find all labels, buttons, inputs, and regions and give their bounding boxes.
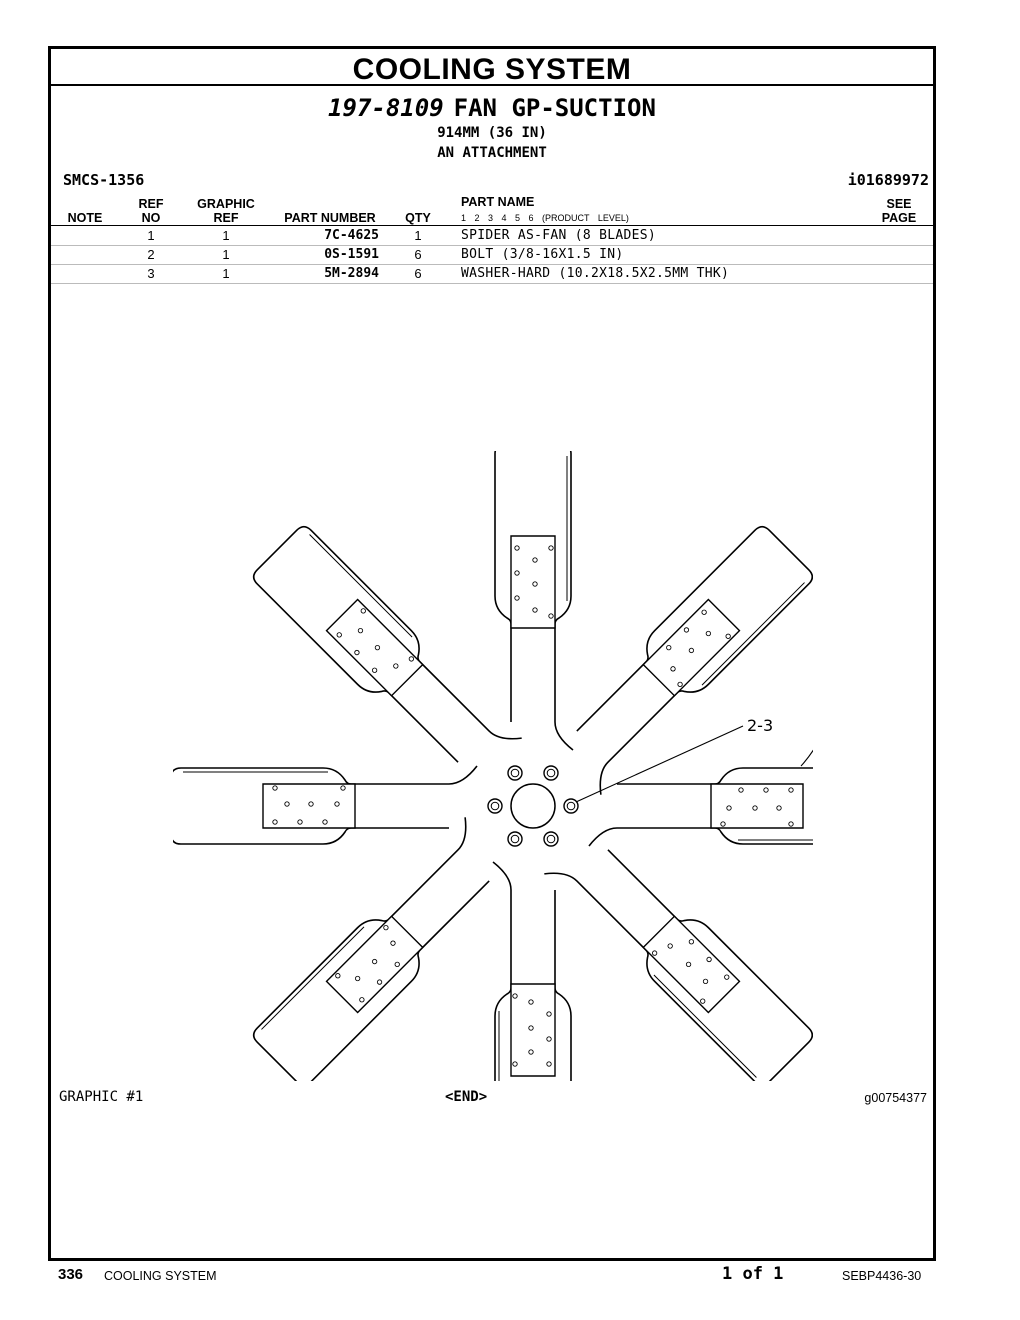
graphic-number: g00754377 xyxy=(864,1091,927,1105)
cell-qty: 6 xyxy=(414,266,422,281)
group-heading: 197-8109 FAN GP-SUCTION xyxy=(51,94,933,122)
cell-qty: 6 xyxy=(414,247,422,262)
callout-2-3: 2-3 xyxy=(747,716,773,735)
section-title: COOLING SYSTEM xyxy=(352,53,632,86)
page-number: 336 xyxy=(58,1266,84,1283)
document-number: SEBP4436-30 xyxy=(842,1269,922,1283)
group-number: 197-8109 xyxy=(328,94,444,122)
cell-graphic-ref: 1 xyxy=(222,228,230,243)
page-of-count: 1 of 1 xyxy=(722,1264,784,1284)
cell-part-name: SPIDER AS-FAN (8 BLADES) xyxy=(461,228,657,243)
cell-qty: 1 xyxy=(414,228,422,243)
table-row: 1 1 7C-4625 1 SPIDER AS-FAN (8 BLADES) xyxy=(51,227,933,246)
cell-ref: 3 xyxy=(147,266,155,281)
graphic-label: GRAPHIC #1 xyxy=(59,1089,144,1105)
end-mark: <END> xyxy=(445,1089,488,1105)
cell-part-number: 0S-1591 xyxy=(324,247,379,262)
smcs-code: SMCS-1356 xyxy=(63,171,145,189)
col-header-part-name: PART NAME xyxy=(461,195,535,209)
cell-graphic-ref: 1 xyxy=(222,266,230,281)
cell-ref: 1 xyxy=(147,228,155,243)
cell-part-name: BOLT (3/8-16X1.5 IN) xyxy=(461,247,624,262)
page-frame: COOLING SYSTEM 197-8109 FAN GP-SUCTION 91… xyxy=(48,46,936,1261)
col-header-see-page: SEE PAGE xyxy=(881,197,917,225)
footer-section-title: COOLING SYSTEM xyxy=(104,1269,217,1283)
fan-drawing: 2-3 1 xyxy=(173,451,813,1081)
subtitle-size: 914MM (36 IN) xyxy=(437,125,547,141)
cell-graphic-ref: 1 xyxy=(222,247,230,262)
col-header-product-levels: 1 2 3 4 5 6 (PRODUCT LEVEL) xyxy=(461,213,629,223)
header-rule xyxy=(51,225,933,226)
col-header-qty: QTY xyxy=(405,211,431,225)
col-header-graphic-ref: GRAPHIC REF xyxy=(197,197,255,225)
subtitle-attachment: AN ATTACHMENT xyxy=(437,145,547,161)
cell-part-number: 5M-2894 xyxy=(324,266,379,281)
cell-part-name: WASHER-HARD (10.2X18.5X2.5MM THK) xyxy=(461,266,730,281)
col-header-note: NOTE xyxy=(67,211,103,225)
group-name: FAN GP-SUCTION xyxy=(453,94,656,122)
title-rule xyxy=(51,84,933,86)
cell-part-number: 7C-4625 xyxy=(324,228,379,243)
col-header-part-number: PART NUMBER xyxy=(284,211,376,225)
col-header-ref-no: REF NO xyxy=(138,197,164,225)
table-row: 2 1 0S-1591 6 BOLT (3/8-16X1.5 IN) xyxy=(51,246,933,265)
table-row: 3 1 5M-2894 6 WASHER-HARD (10.2X18.5X2.5… xyxy=(51,265,933,284)
cell-ref: 2 xyxy=(147,247,155,262)
illustration-id: i01689972 xyxy=(847,171,929,189)
